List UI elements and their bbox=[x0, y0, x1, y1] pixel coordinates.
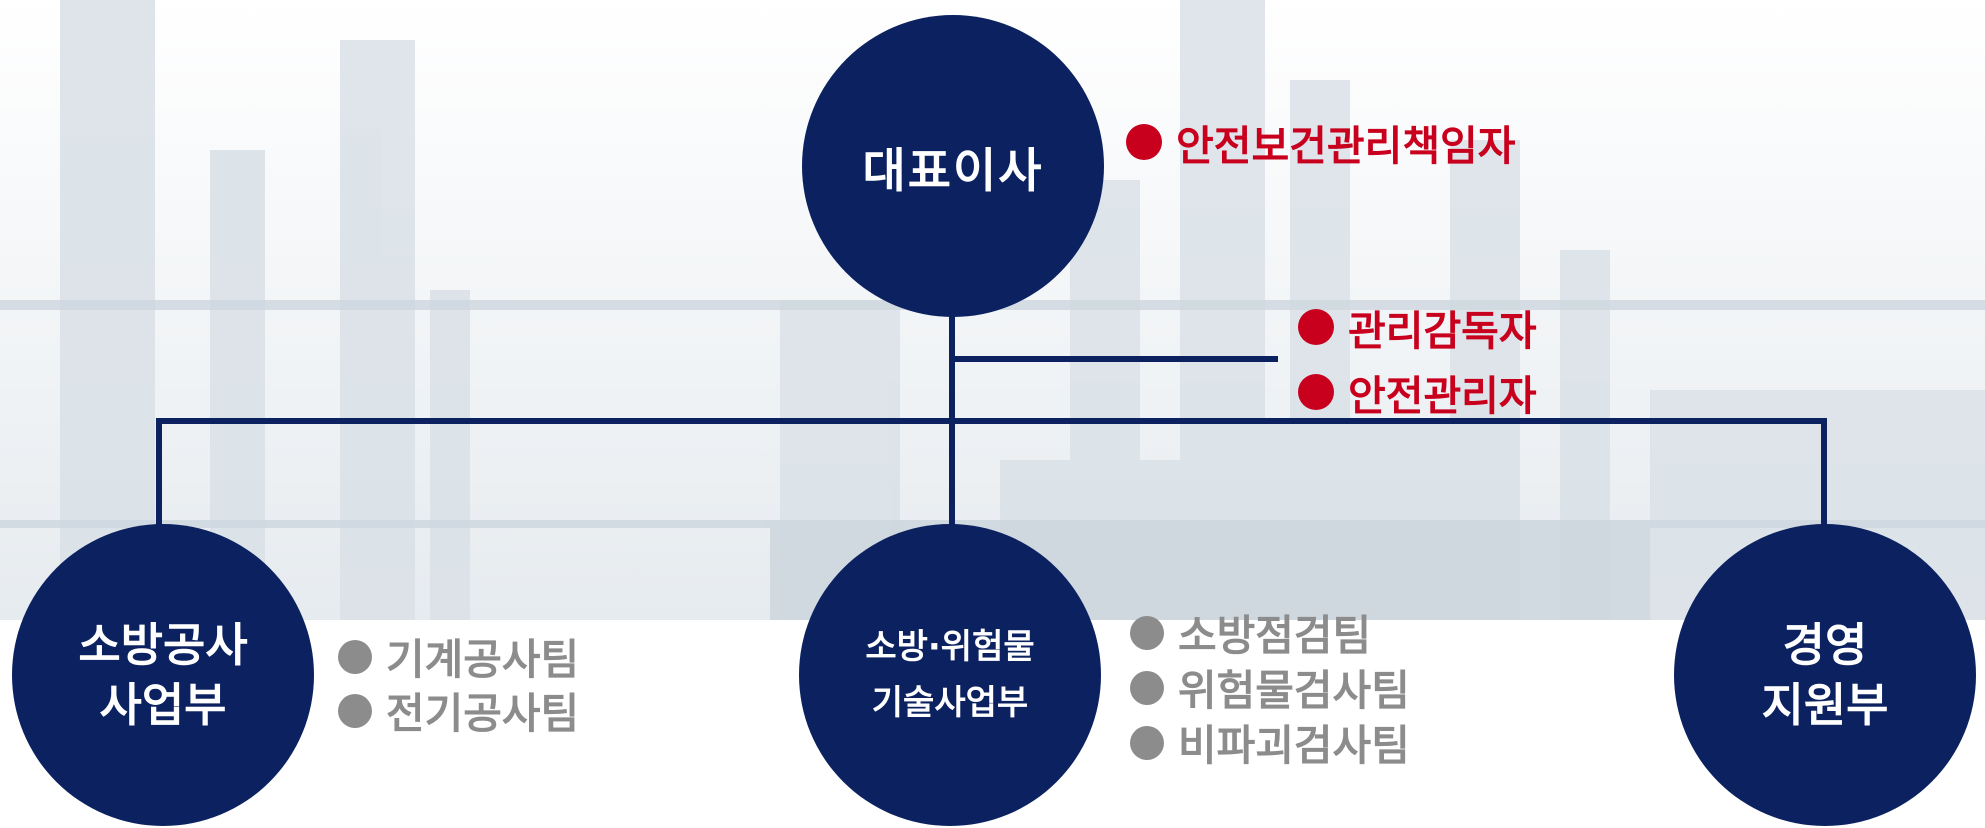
role-label: 안전관리자 bbox=[1348, 372, 1537, 420]
node-technical-division: 소방·위험물 기술사업부 bbox=[799, 524, 1101, 826]
role-label: 관리감독자 bbox=[1348, 307, 1537, 355]
team-label: 소방점검팀 bbox=[1178, 611, 1372, 660]
node-management-support: 경영 지원부 bbox=[1674, 524, 1976, 826]
role-label: 안전보건관리책임자 bbox=[1176, 122, 1516, 170]
gray-bullet-icon bbox=[338, 693, 372, 728]
node-construction-division: 소방공사 사업부 bbox=[12, 524, 314, 826]
gray-bullet-icon bbox=[1130, 725, 1164, 760]
role-supervisor: 관리감독자 bbox=[1298, 297, 1537, 357]
team-label: 비파괴검사팀 bbox=[1178, 721, 1410, 770]
gray-bullet-icon bbox=[1130, 670, 1164, 705]
red-bullet-icon bbox=[1298, 374, 1334, 410]
team-hazardous-material-inspection: 위험물검사팀 bbox=[1130, 657, 1410, 718]
role-safety-manager: 안전관리자 bbox=[1298, 362, 1537, 422]
red-bullet-icon bbox=[1298, 309, 1334, 345]
team-electrical-construction: 전기공사팀 bbox=[338, 680, 579, 741]
node-ceo: 대표이사 bbox=[802, 15, 1104, 317]
gray-bullet-icon bbox=[338, 639, 372, 674]
team-fire-inspection: 소방점검팀 bbox=[1130, 602, 1371, 663]
team-label: 전기공사팀 bbox=[386, 689, 580, 738]
red-bullet-icon bbox=[1126, 124, 1162, 160]
team-label: 위험물검사팀 bbox=[1178, 666, 1410, 715]
team-mechanical-construction: 기계공사팀 bbox=[338, 626, 579, 687]
gray-bullet-icon bbox=[1130, 615, 1164, 650]
team-nondestructive-inspection: 비파괴검사팀 bbox=[1130, 712, 1410, 773]
team-label: 기계공사팀 bbox=[386, 635, 580, 684]
role-safety-health-officer: 안전보건관리책임자 bbox=[1126, 112, 1515, 172]
